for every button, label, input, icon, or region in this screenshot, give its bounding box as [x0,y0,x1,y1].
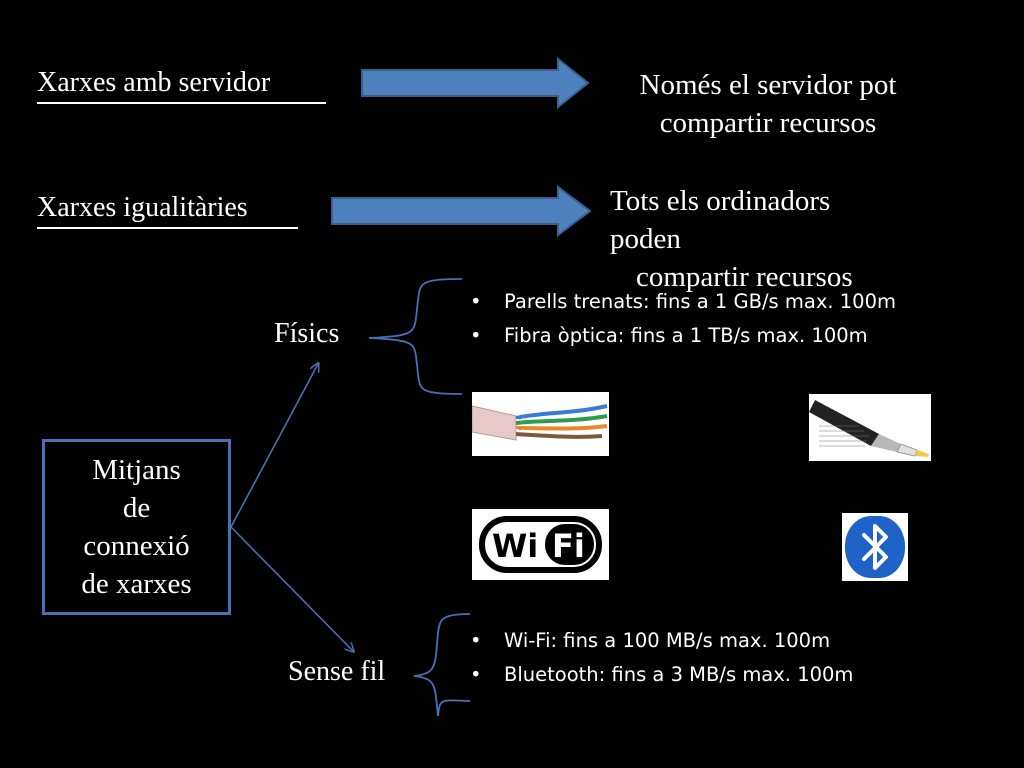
row-2-right-line-2: poden [610,223,681,255]
wireless-brace-icon [413,613,471,717]
physical-list: Parells trenats: fins a 1 GB/s max. 100m… [470,285,896,353]
wireless-list: Wi-Fi: fins a 100 MB/s max. 100m Bluetoo… [470,624,853,692]
row-1-arrow-icon [361,57,590,109]
fiber-cable-icon [809,394,931,461]
media-box-line-3: connexió [83,530,190,562]
media-box-line-1: Mitjans [92,454,181,486]
row-1-left-title: Xarxes amb servidor [37,67,271,98]
list-item: Fibra òptica: fins a 1 TB/s max. 100m [470,319,896,353]
row-1-right-line-2: compartir recursos [659,107,877,139]
twisted-pair-cable-icon [472,392,609,456]
row-1-right-line-1: Només el servidor pot [639,69,897,101]
wifi-logo-icon: Wi Fi [472,509,609,580]
row-2-underline [37,227,298,229]
list-item: Bluetooth: fins a 3 MB/s max. 100m [470,658,853,692]
row-2-right-line-1: Tots els ordinadors [610,185,831,217]
connector-to-physical [230,364,318,528]
list-item: Wi-Fi: fins a 100 MB/s max. 100m [470,624,853,658]
media-box-line-4: de xarxes [81,568,192,600]
row-1-right-text: Només el servidor pot compartir recursos [600,66,936,142]
list-item: Parells trenats: fins a 1 GB/s max. 100m [470,285,896,319]
row-2-arrow-icon [331,185,592,237]
row-2-left-title: Xarxes igualitàries [37,192,248,223]
bluetooth-icon [842,513,908,581]
connector-to-wireless [230,526,353,651]
media-box-line-2: de [122,492,151,524]
wireless-label: Sense fil [288,656,386,687]
physical-brace-icon [368,278,463,395]
svg-text:Fi: Fi [552,527,585,565]
media-box: Mitjans de connexió de xarxes [42,439,231,615]
row-1-underline [37,102,326,104]
physical-label: Físics [274,318,340,349]
svg-text:Wi: Wi [492,527,538,565]
